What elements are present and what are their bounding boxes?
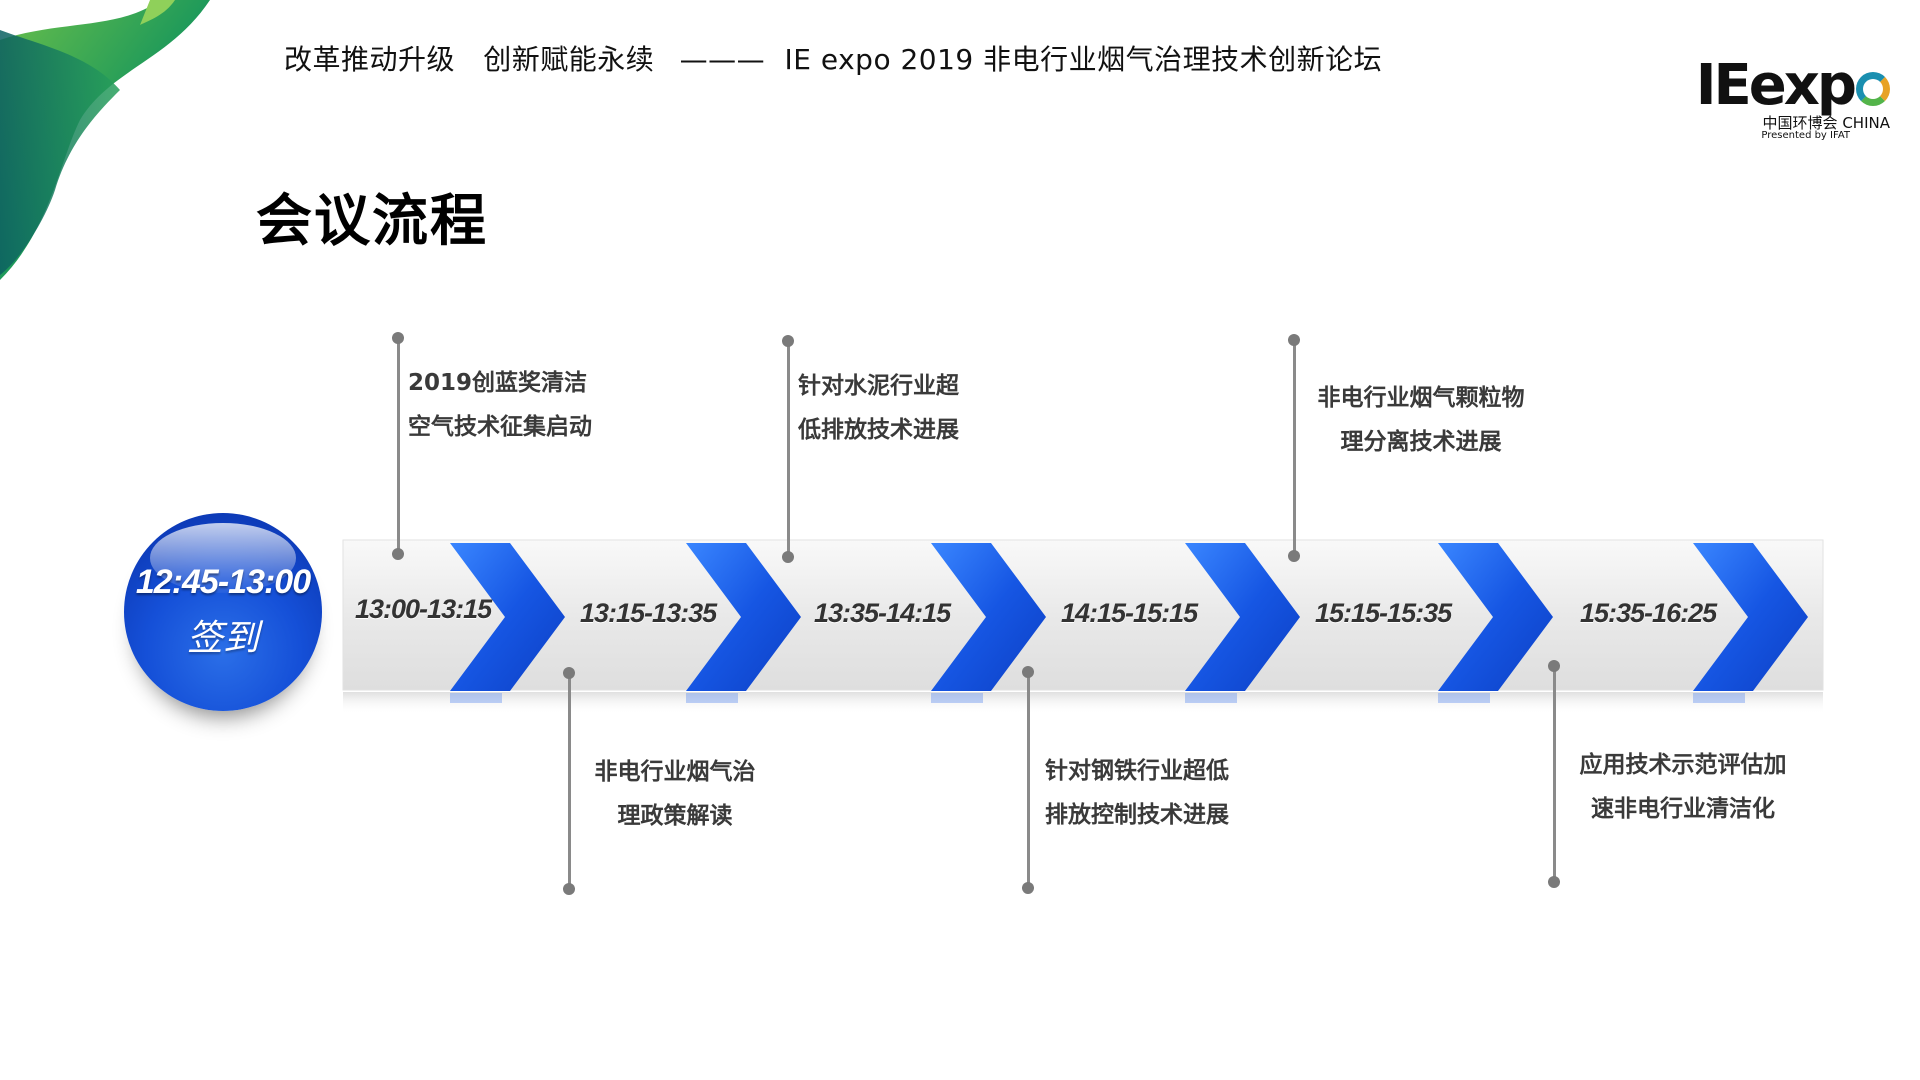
topic-1-line-2: 空气技术征集启动 — [408, 414, 592, 440]
topic-1-line-1: 2019创蓝奖清洁 — [408, 370, 588, 396]
chevron-arrow-6 — [1693, 543, 1808, 691]
topic-4: 针对钢铁行业超低 排放控制技术进展 — [1045, 749, 1229, 837]
chevron-arrow-3 — [931, 543, 1046, 691]
topic-1: 2019创蓝奖清洁 空气技术征集启动 — [408, 361, 592, 449]
chevron-reflection-2 — [686, 693, 738, 703]
connector-line-1 — [397, 338, 400, 554]
topic-4-line-1: 针对钢铁行业超低 — [1045, 758, 1229, 784]
connector-dot-3-bottom — [782, 551, 794, 563]
checkin-label: 签到 — [186, 618, 259, 659]
connector-dot-3-top — [782, 335, 794, 347]
topic-2: 非电行业烟气治 理政策解读 — [580, 750, 770, 838]
topic-3: 针对水泥行业超 低排放技术进展 — [798, 364, 959, 452]
chevron-arrow-5 — [1438, 543, 1553, 691]
slot-time-5: 15:15-15:35 — [1315, 598, 1452, 628]
topic-6: 应用技术示范评估加 速非电行业清洁化 — [1568, 743, 1798, 831]
connector-dot-2-bottom — [563, 883, 575, 895]
chevron-reflection-6 — [1693, 693, 1745, 703]
logo-wordmark: IEexp — [1696, 56, 1890, 116]
chevron-arrow-2 — [686, 543, 801, 691]
page-title: 会议流程 — [256, 189, 488, 254]
logo-ring-icon — [1856, 72, 1890, 106]
slot-time-3: 13:35-14:15 — [814, 598, 951, 628]
connector-line-6 — [1553, 666, 1556, 882]
ie-expo-logo: IEexp 中国环博会 CHINA Presented by IFAT — [1690, 56, 1890, 146]
connector-line-5 — [1293, 340, 1296, 556]
logo-subtitle: 中国环博会 CHINA — [1762, 114, 1890, 132]
header-forum-title: IE expo 2019 非电行业烟气治理技术创新论坛 — [784, 43, 1383, 76]
connector-dot-1-top — [392, 332, 404, 344]
header-banner: 改革推动升级 创新赋能永续 ——— IE expo 2019 非电行业烟气治理技… — [284, 38, 1382, 78]
topic-3-line-1: 针对水泥行业超 — [798, 373, 959, 399]
connector-dot-6-top — [1548, 660, 1560, 672]
connector-dot-6-bottom — [1548, 876, 1560, 888]
connector-dot-1-bottom — [392, 548, 404, 560]
slot-time-1: 13:00-13:15 — [355, 594, 492, 624]
header-separator: ——— — [679, 43, 766, 76]
connector-dot-4-top — [1022, 666, 1034, 678]
chevron-arrow-4 — [1185, 543, 1300, 691]
logo-presented: Presented by IFAT — [1761, 130, 1850, 141]
slot-time-2: 13:15-13:35 — [580, 598, 717, 628]
topic-6-line-1: 应用技术示范评估加 — [1579, 752, 1787, 778]
chevron-reflection-5 — [1438, 693, 1490, 703]
chevron-group — [450, 543, 1808, 703]
connector-dot-5-bottom — [1288, 550, 1300, 562]
topic-4-line-2: 排放控制技术进展 — [1045, 802, 1229, 828]
connector-dot-2-top — [563, 667, 575, 679]
connector-dot-5-top — [1288, 334, 1300, 346]
chevron-reflection-3 — [931, 693, 983, 703]
slot-time-6: 15:35-16:25 — [1580, 598, 1717, 628]
topic-3-line-2: 低排放技术进展 — [798, 417, 959, 443]
checkin-time: 12:45-13:00 — [135, 563, 311, 601]
topic-5-line-2: 理分离技术进展 — [1340, 429, 1502, 455]
connector-dot-4-bottom — [1022, 882, 1034, 894]
topic-5-line-1: 非电行业烟气颗粒物 — [1317, 385, 1525, 411]
header-slogan: 改革推动升级 创新赋能永续 — [284, 43, 655, 76]
chevron-reflection-1 — [450, 693, 502, 703]
connector-line-4 — [1027, 672, 1030, 888]
topic-2-line-2: 理政策解读 — [617, 803, 733, 829]
connector-line-3 — [787, 341, 790, 557]
topic-6-line-2: 速非电行业清洁化 — [1591, 796, 1775, 822]
chevron-reflection-4 — [1185, 693, 1237, 703]
decorative-swoosh — [0, 0, 210, 280]
slot-time-4: 14:15-15:15 — [1061, 598, 1198, 628]
topic-2-line-1: 非电行业烟气治 — [594, 759, 756, 785]
checkin-badge: 12:45-13:00 签到 — [124, 513, 322, 711]
connector-line-2 — [568, 673, 571, 889]
chevron-arrow-1 — [450, 543, 565, 691]
topic-5: 非电行业烟气颗粒物 理分离技术进展 — [1306, 376, 1536, 464]
